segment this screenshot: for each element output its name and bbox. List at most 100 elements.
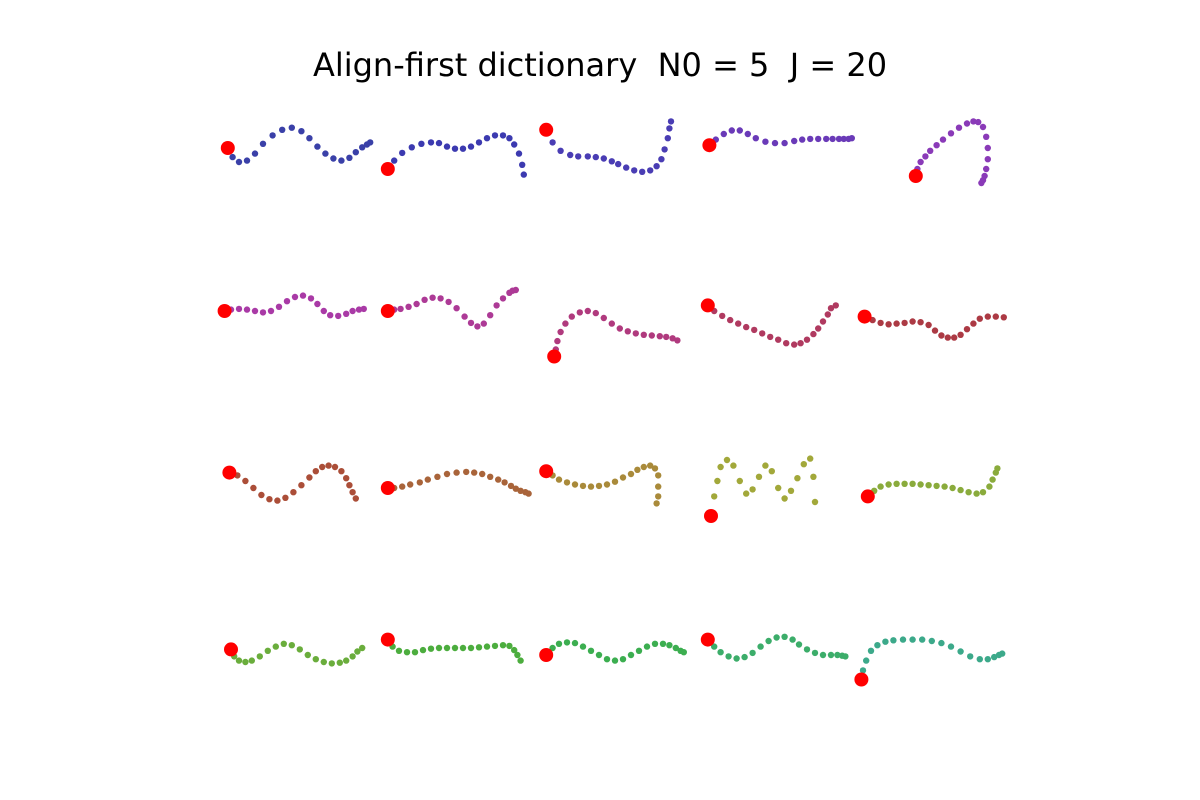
curve-20 <box>854 636 1006 687</box>
curve-15-point <box>979 489 987 496</box>
curve-18-point <box>666 642 673 649</box>
curve-20-point <box>999 650 1006 657</box>
curve-20-point <box>919 636 926 643</box>
curve-9-start-marker <box>700 298 715 313</box>
curve-6-point <box>243 306 251 313</box>
curve-19-point <box>725 653 732 660</box>
curve-5-point <box>927 147 934 154</box>
curve-3-point <box>567 151 574 159</box>
curve-7-point <box>487 312 494 319</box>
curve-12-point <box>501 479 508 486</box>
curve-12-point <box>407 481 414 488</box>
curve-15-point <box>885 481 892 488</box>
curve-8-point <box>576 309 583 316</box>
curve-17-point <box>419 646 427 654</box>
curve-19 <box>700 632 849 662</box>
curve-14-point <box>723 456 731 464</box>
curve-19-point <box>757 643 764 650</box>
curve-14-point <box>807 455 814 462</box>
curve-17-point <box>467 644 475 652</box>
curve-5-point <box>983 165 990 173</box>
curve-20-point <box>863 657 870 664</box>
curve-10-point <box>925 321 932 329</box>
curve-4-point <box>799 136 806 143</box>
curve-13-point <box>603 481 611 488</box>
curve-18-point <box>672 644 679 652</box>
curve-9-point <box>719 312 726 320</box>
curve-13-point <box>651 465 659 472</box>
curve-16-point <box>320 658 327 666</box>
curve-14-point <box>811 498 819 506</box>
curve-16-point <box>328 660 335 667</box>
curve-20-point <box>867 647 875 654</box>
curve-3-point <box>600 155 607 162</box>
curve-11-point <box>282 494 289 501</box>
curve-19-point <box>773 634 780 641</box>
curve-14 <box>704 455 819 523</box>
curve-16-point <box>359 644 366 652</box>
curve-15-point <box>965 489 972 496</box>
curve-15 <box>860 465 1001 504</box>
curve-3-point <box>658 156 665 163</box>
curve-9-point <box>735 320 742 327</box>
curve-2-point <box>515 150 523 157</box>
curve-7-point <box>461 313 468 320</box>
curve-1-point <box>251 150 259 157</box>
curve-18-start-marker <box>539 648 554 662</box>
curve-3-point <box>557 147 564 154</box>
curve-11-point <box>258 491 265 499</box>
curve-19-point <box>811 649 819 657</box>
curve-2-point <box>520 171 527 178</box>
curve-2-point <box>418 140 425 147</box>
curve-2-point <box>427 139 435 146</box>
curve-14-point <box>736 477 743 485</box>
curve-11-start-marker <box>222 465 237 480</box>
curve-15-point <box>949 484 956 492</box>
curve-17-point <box>511 646 518 654</box>
curve-11-point <box>312 468 319 475</box>
curve-7-point <box>493 302 500 309</box>
curve-8-point <box>616 325 623 332</box>
curve-14-point <box>794 475 801 482</box>
curve-7-point <box>397 305 404 313</box>
curve-19-point <box>749 649 756 657</box>
curve-12-point <box>453 469 460 476</box>
curve-10-start-marker <box>857 309 872 324</box>
curve-9-point <box>783 340 790 347</box>
curve-3-point <box>661 146 668 153</box>
curve-2-point <box>459 145 467 152</box>
curve-10-point <box>909 318 916 325</box>
curve-4-point <box>791 137 798 145</box>
curve-10-point <box>957 331 964 338</box>
curve-14-start-marker <box>704 509 718 523</box>
curve-8-point <box>608 320 615 327</box>
curve-5-point <box>979 123 987 131</box>
curve-12-point <box>416 479 423 486</box>
curve-20-point <box>976 656 983 663</box>
curve-5-point <box>947 130 955 137</box>
curve-17-point <box>435 644 443 652</box>
curve-18-point <box>555 640 563 647</box>
curve-14-point <box>787 487 795 494</box>
curve-7 <box>380 286 519 330</box>
curve-2-point <box>506 135 513 142</box>
curve-16-point <box>288 642 295 649</box>
curve-13-point <box>587 483 595 490</box>
curve-18-point <box>627 651 635 659</box>
curve-18-point <box>643 643 651 650</box>
curve-6-point <box>235 305 243 313</box>
curve-18-point <box>587 647 595 654</box>
curve-14-point <box>762 462 769 469</box>
curve-8-point <box>562 320 569 327</box>
curve-15-point <box>877 483 884 490</box>
curve-19-point <box>765 637 772 645</box>
curve-10-point <box>970 320 977 327</box>
curve-19-point <box>789 636 796 643</box>
curve-9-point <box>751 326 758 334</box>
chart-title: Align-first dictionary N0 = 5 J = 20 <box>312 46 888 84</box>
curve-13-point <box>571 481 579 488</box>
curve-7-point <box>453 305 460 312</box>
curve-10-point <box>944 334 951 341</box>
curve-11-point <box>346 482 353 489</box>
curve-18-point <box>579 643 587 650</box>
